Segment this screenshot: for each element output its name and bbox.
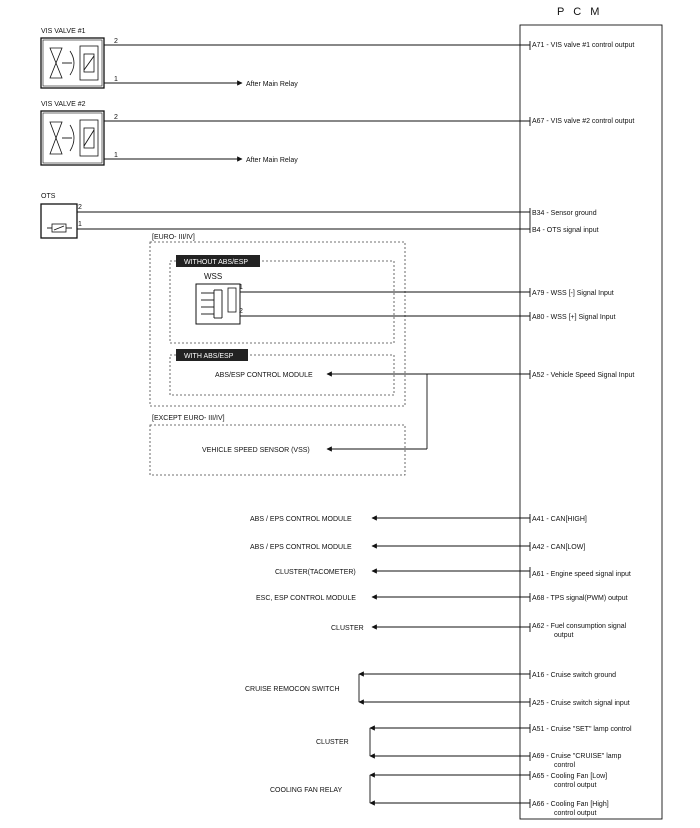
euro-label: [EURO- III/IV] [152,234,195,241]
vis-valve-2-symbol [40,110,105,166]
ots-sensor-symbol [40,203,78,239]
without-abs-label: WITHOUT ABS/ESP [184,259,248,266]
cluster-label-2: CLUSTER [316,739,349,746]
vss-label: VEHICLE SPEED SENSOR (VSS) [202,447,310,454]
pin-a62-line1: A62 - Fuel consumption signal [532,623,627,630]
pin-a67: A67 - VIS valve #2 control output [532,118,634,125]
pin-a65-line2: control output [554,782,596,789]
pin-a16: A16 - Cruise switch ground [532,672,616,679]
wss-sensor-symbol [195,283,241,325]
pin-a68: A68 - TPS signal(PWM) output [532,595,628,602]
pin-a69-line2: control [554,762,575,769]
vis-valve-1-symbol [40,37,105,89]
cooling-fan-relay-label: COOLING FAN RELAY [270,787,343,794]
with-abs-label: WITH ABS/ESP [184,353,234,360]
pin-a25: A25 - Cruise switch signal input [532,700,630,707]
pin-a42: A42 - CAN[LOW] [532,544,585,551]
abs-eps-module-label-2: ABS / EPS CONTROL MODULE [250,544,352,551]
wss-label: WSS [204,272,222,281]
except-euro-label: [EXCEPT EURO- III/IV] [152,415,225,422]
cluster-tach-label: CLUSTER(TACOMETER) [275,569,356,576]
pin-a69-line1: A69 - Cruise "CRUISE" lamp [532,753,621,760]
pin-a62-line2: output [554,632,574,639]
abs-eps-module-label-1: ABS / EPS CONTROL MODULE [250,516,352,523]
abs-esp-module-label: ABS/ESP CONTROL MODULE [215,372,313,379]
pin-a79: A79 - WSS [-] Signal Input [532,290,614,297]
wss-pin1-label: 1 [239,284,243,291]
pin-a41: A41 - CAN[HIGH] [532,516,587,523]
cluster-label-1: CLUSTER [331,625,364,632]
without-abs-box [169,260,395,344]
esc-esp-module-label: ESC, ESP CONTROL MODULE [256,595,356,602]
pin-a51: A51 - Cruise "SET" lamp control [532,726,632,733]
wss-pin2-label: 2 [239,308,243,315]
euro-dashed-box [149,241,406,407]
vis1-pin1-label: 1 [114,76,118,83]
vis-valve-2-label: VIS VALVE #2 [41,101,86,108]
cruise-remocon-label: CRUISE REMOCON SWITCH [245,686,340,693]
pin-a80: A80 - WSS [+] Signal Input [532,314,616,321]
pin-a66-line2: control output [554,810,596,817]
pin-a52: A52 - Vehicle Speed Signal Input [532,372,634,379]
pin-a71: A71 - VIS valve #1 control output [532,42,634,49]
ots-pin1-label: 1 [78,221,82,228]
with-abs-box [169,354,395,396]
pin-a66-line1: A66 - Cooling Fan [High] [532,801,609,808]
vis2-after-main-relay: After Main Relay [246,157,298,164]
pin-b4: B4 - OTS signal input [532,227,599,234]
with-abs-tag [176,349,248,361]
pcm-box [519,24,663,820]
vis1-after-main-relay: After Main Relay [246,81,298,88]
pcm-title: P C M [557,6,602,18]
pin-a61: A61 - Engine speed signal input [532,571,631,578]
pin-a65-line1: A65 - Cooling Fan [Low] [532,773,607,780]
vis1-pin2-label: 2 [114,38,118,45]
vis2-pin2-label: 2 [114,114,118,121]
vis-valve-1-label: VIS VALVE #1 [41,28,86,35]
ots-label: OTS [41,193,56,200]
vis2-pin1-label: 1 [114,152,118,159]
ots-pin2-label: 2 [78,204,82,211]
without-abs-tag [176,255,260,267]
except-euro-dashed-box [149,424,406,476]
pin-b34: B34 - Sensor ground [532,210,597,217]
